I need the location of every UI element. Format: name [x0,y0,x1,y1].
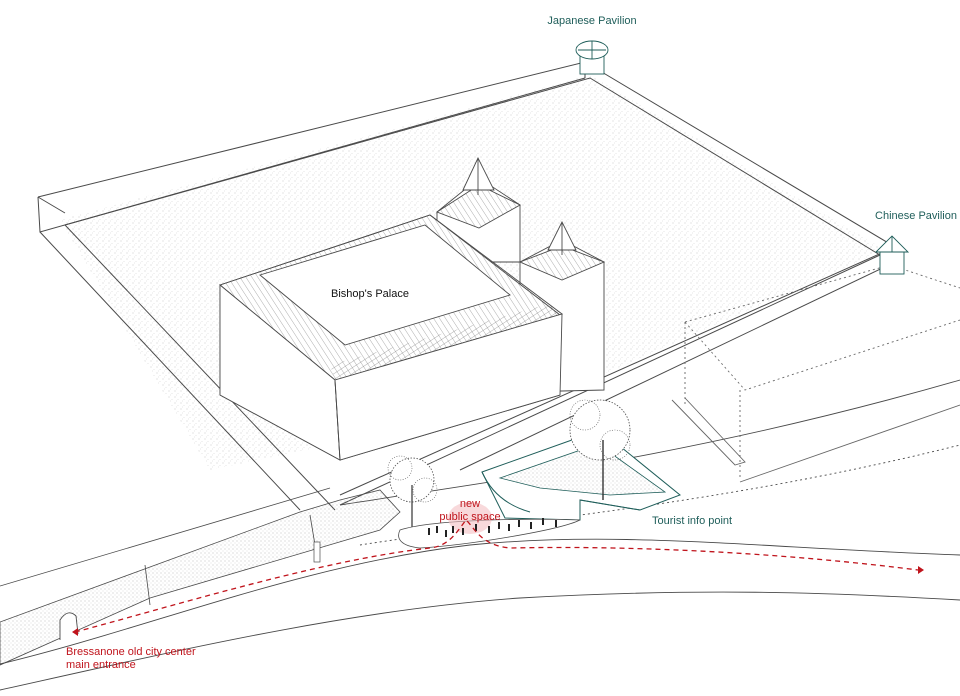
entrance-label-line1: Bressanone old city center [66,646,196,658]
japanese-pavilion-label: Japanese Pavilion [547,15,636,27]
public-space-area [398,502,581,549]
tourist-info-point-label: Tourist info point [652,515,732,527]
route-arrow-end [918,566,924,574]
perimeter-wall [37,61,896,511]
new-public-space-label-line1: new [460,498,480,510]
entrance-label-line2: main entrance [66,659,136,671]
bishops-palace [219,156,606,461]
front-wall [0,487,401,666]
dotted-volume [671,264,960,483]
bishops-palace-label: Bishop's Palace [331,288,409,300]
tree-left [387,455,438,528]
chinese-pavilion [874,235,910,275]
japanese-pavilion [575,40,609,75]
chinese-pavilion-label: Chinese Pavilion [875,210,957,222]
tree-right [569,399,631,500]
new-public-space-label-line2: public space [439,511,500,523]
route-arrow-start [72,628,78,636]
people-group [428,518,557,537]
